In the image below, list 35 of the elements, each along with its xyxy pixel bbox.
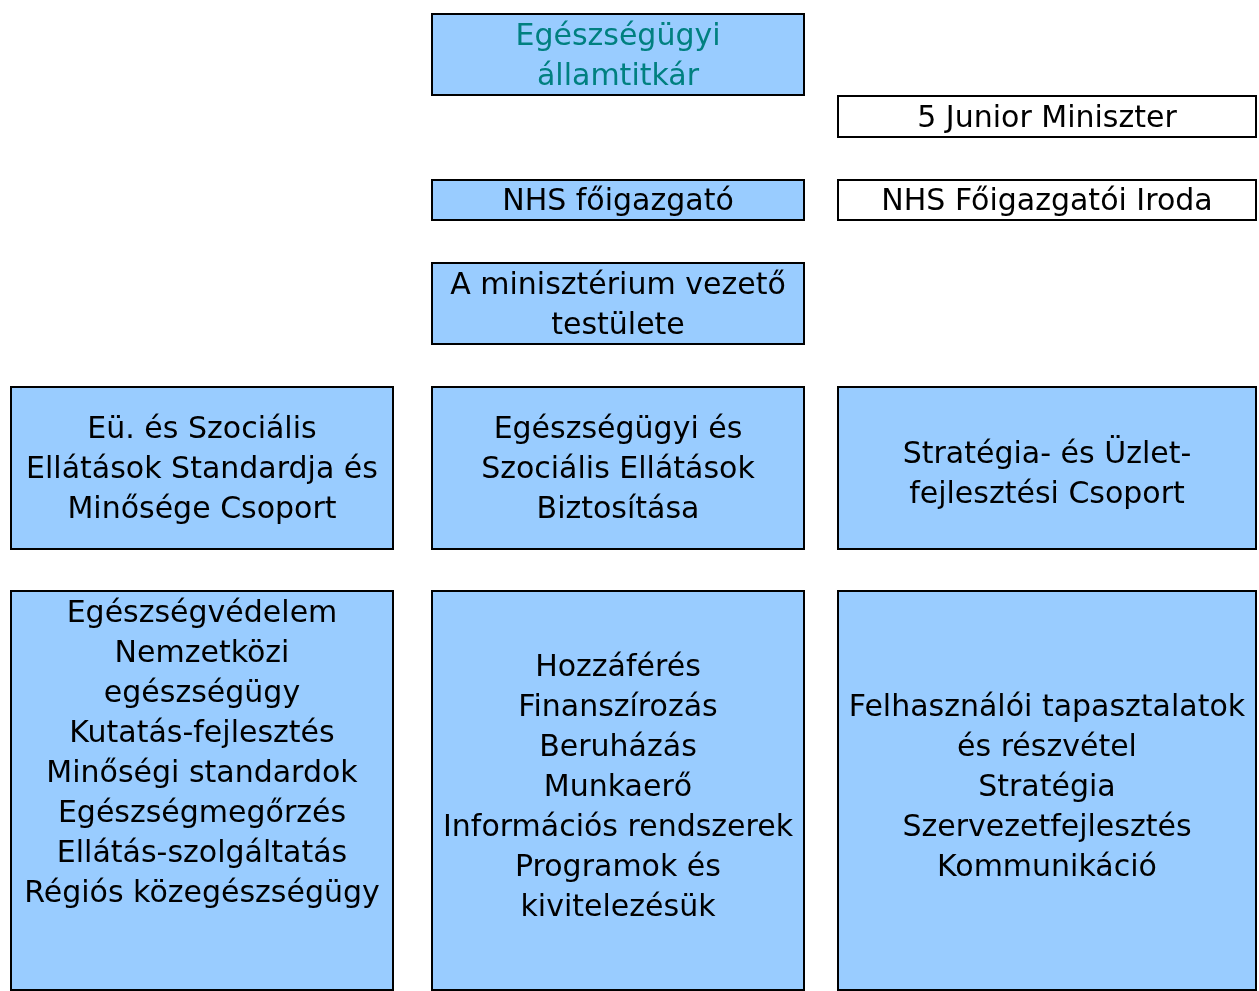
org-box — [10, 386, 394, 550]
box-label: Egészségügyi államtitkár — [514, 15, 722, 94]
box-label: Stratégia — [978, 766, 1116, 805]
box-label: Szervezetfejlesztés — [902, 806, 1192, 845]
box-label: Egészségmegőrzés — [57, 793, 347, 831]
box-label: Beruházás — [539, 726, 697, 765]
box-label: 5 Junior Miniszter — [917, 97, 1177, 136]
box-label: Finanszírozás — [518, 686, 718, 725]
org-box — [837, 386, 1257, 550]
box-label: NHS Főigazgatói Iroda — [881, 181, 1213, 219]
box-label: Régiós közegészségügy — [24, 873, 380, 911]
org-box — [10, 590, 394, 991]
box-label: Egészségvédelem — [66, 593, 338, 631]
box-label: Kommunikáció — [937, 846, 1157, 885]
org-box — [837, 179, 1257, 221]
org-box — [431, 386, 805, 550]
org-box — [431, 590, 805, 991]
org-box — [431, 179, 805, 221]
box-label: Programok és kivitelezésük — [514, 846, 722, 925]
box-label: A minisztérium vezető testülete — [449, 264, 787, 343]
box-label: Munkaerő — [543, 766, 693, 805]
box-label: Minőségi standardok — [46, 753, 358, 791]
org-box — [837, 590, 1257, 991]
org-box — [837, 95, 1257, 138]
box-label: Hozzáférés — [535, 646, 701, 685]
box-label: NHS főigazgató — [502, 181, 734, 219]
box-label: Nemzetközi egészségügy — [102, 633, 302, 711]
box-label: Eü. és Szociális Ellátások Standardja és Minősége Csoport — [25, 409, 379, 527]
box-label: Felhasználói tapasztalatok és részvétel — [847, 686, 1247, 765]
box-label: Ellátás-szolgáltatás — [56, 833, 348, 871]
box-label: Stratégia- és Üzlet-fejlesztési Csoport — [901, 434, 1193, 512]
org-box — [431, 13, 805, 96]
box-label: Egészségügyi és Szociális Ellátások Biztosítása — [480, 409, 756, 527]
box-label: Kutatás-fejlesztés — [69, 713, 335, 751]
box-label: Információs rendszerek — [442, 806, 794, 845]
